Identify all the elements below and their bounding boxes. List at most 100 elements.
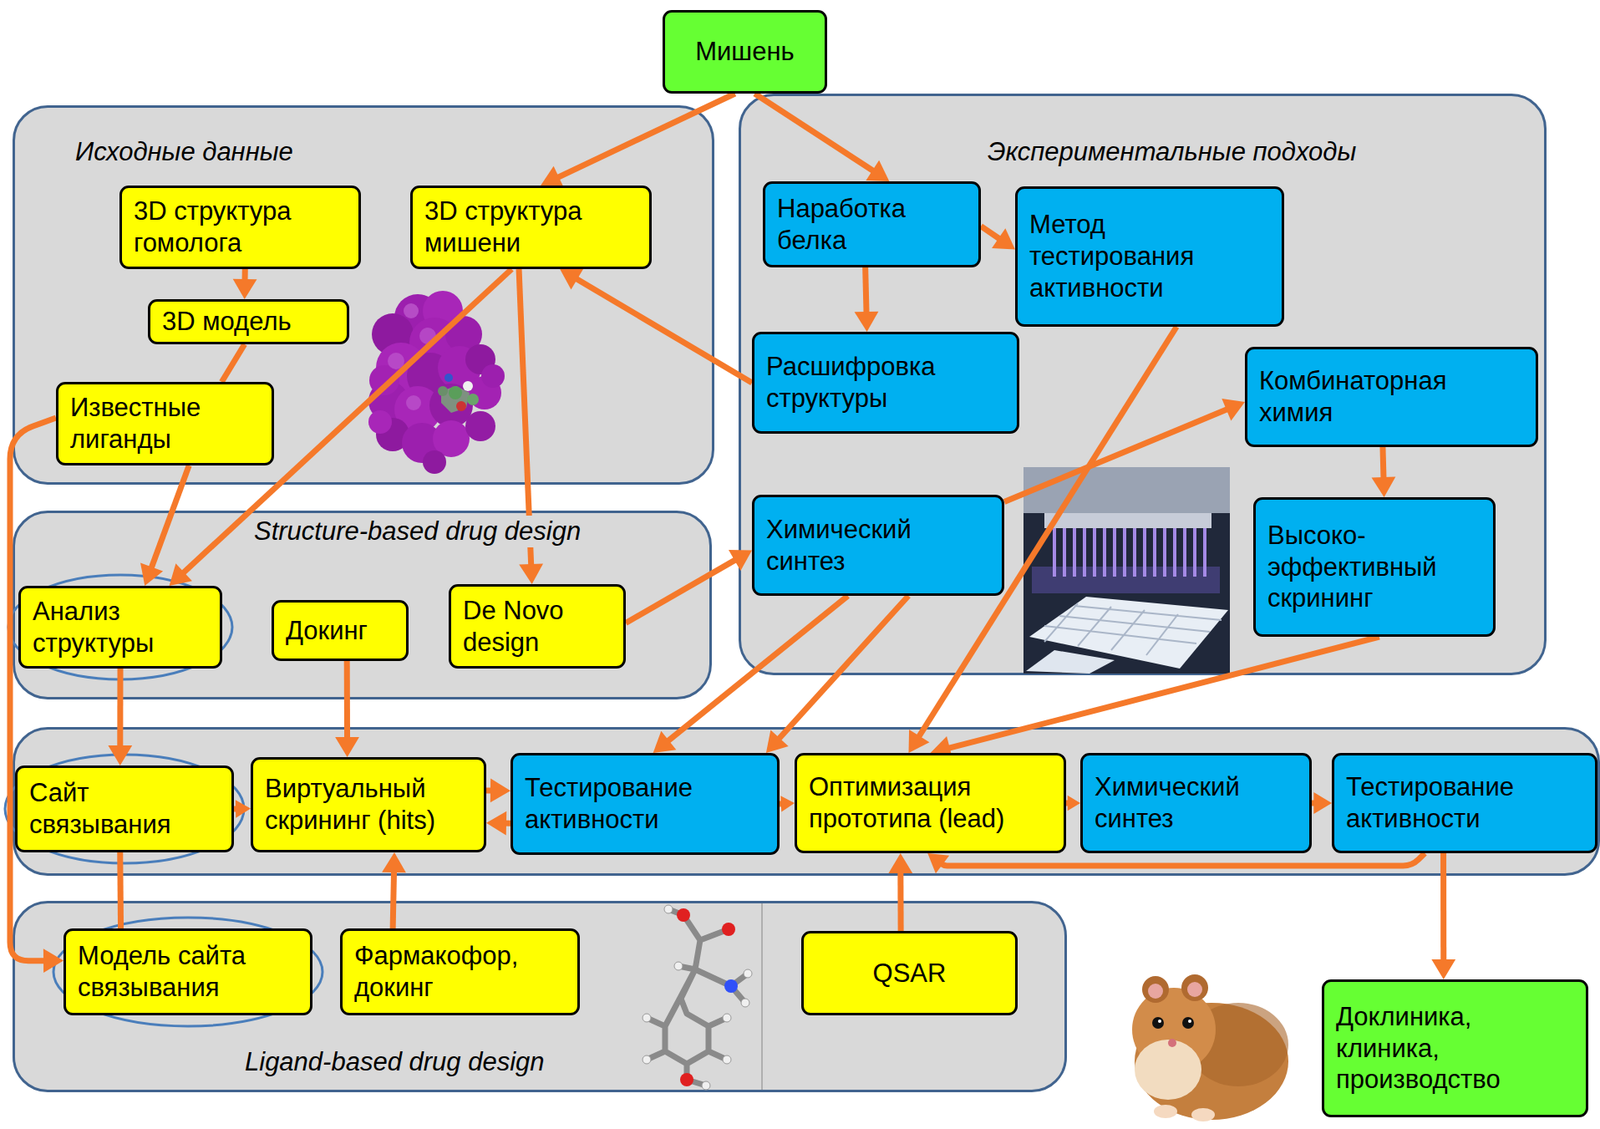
connector-arrow <box>930 636 1380 760</box>
connector-line <box>392 868 394 929</box>
protein-illustration <box>394 294 442 341</box>
hamster-illustration <box>1158 1019 1162 1023</box>
molecule-illustration <box>722 1055 732 1064</box>
step-label: Известные лиганды <box>70 391 260 456</box>
screening-robot-photo <box>1031 566 1220 594</box>
arrow-head <box>653 731 677 753</box>
arrow-head <box>235 799 251 818</box>
screening-robot-photo <box>1054 528 1205 577</box>
connector-line <box>665 595 849 743</box>
connector-arrow <box>754 93 889 182</box>
connector-arrow <box>766 595 909 753</box>
screening-robot-photo <box>1029 596 1229 669</box>
step-label: De Novo design <box>462 594 612 659</box>
computational-step-box: Анализ структуры <box>18 585 223 669</box>
connector-line <box>241 269 248 284</box>
protein-illustration <box>419 327 437 345</box>
connector-line <box>917 326 1177 740</box>
section-title: Исходные данные <box>71 136 297 168</box>
arrow-head <box>1067 795 1081 811</box>
terminal-box: Мишень <box>662 10 828 94</box>
molecule-illustration <box>721 922 736 936</box>
connector-line <box>777 595 909 742</box>
step-label: Фармакофор, докинг <box>354 939 566 1004</box>
molecule-illustration <box>704 927 731 938</box>
connector-line <box>1382 446 1384 482</box>
molecule-illustration <box>701 1081 711 1090</box>
protein-illustration <box>406 395 422 411</box>
connector-line <box>181 269 513 575</box>
molecule-illustration <box>741 998 750 1007</box>
arrow-head <box>381 852 407 873</box>
step-label: Комбинаторная химия <box>1259 365 1503 429</box>
connector-arrow <box>1311 792 1332 814</box>
computational-step-box: Докинг <box>271 599 409 661</box>
connector-line <box>486 787 495 793</box>
arrow-head <box>233 279 258 300</box>
connector-line <box>502 820 511 827</box>
connector-arrow <box>888 853 913 931</box>
connector-arrow <box>486 778 511 803</box>
computational-step-box: Виртуальный скрининг (hits) <box>250 756 487 853</box>
step-label: Виртуальный скрининг (hits) <box>264 772 473 837</box>
protein-illustration <box>467 393 479 406</box>
connector-line <box>518 269 532 569</box>
connector-line <box>344 660 351 742</box>
computational-step-box: Сайт связывания <box>15 765 234 853</box>
hamster-illustration <box>1134 1002 1289 1120</box>
computational-step-box: De Novo design <box>448 584 626 669</box>
experimental-step-box: Расшифровка структуры <box>751 331 1020 434</box>
connector-line <box>754 93 876 173</box>
protein-illustration <box>445 315 483 353</box>
protein-illustration <box>369 365 400 396</box>
computational-step-box: Оптимизация прототипа (lead) <box>794 752 1067 854</box>
protein-illustration <box>437 386 448 397</box>
protein-illustration <box>465 344 496 375</box>
connector-arrow <box>1371 446 1397 498</box>
connector-arrow <box>1066 795 1081 811</box>
screening-robot-photo <box>1023 467 1230 514</box>
connector-arrow <box>927 853 1425 874</box>
highlight-ellipse <box>8 574 233 680</box>
step-label: Сайт связывания <box>29 777 220 841</box>
hamster-illustration <box>1191 1107 1215 1122</box>
arrow-head <box>335 736 360 757</box>
protein-illustration <box>462 380 473 392</box>
connector-line <box>945 636 1380 749</box>
connector-line <box>116 852 124 929</box>
connector-line <box>10 417 56 961</box>
connector-arrow <box>854 267 879 332</box>
section-title: Ligand-based drug design <box>241 1046 549 1078</box>
connector-line <box>939 853 1425 866</box>
step-label: Докинг <box>285 614 368 647</box>
connector-arrow <box>381 852 407 929</box>
screening-robot-photo <box>1044 603 1222 656</box>
arrow-head <box>540 166 564 188</box>
connector-arrow <box>779 795 795 812</box>
section-panel: Ligand-based drug designМодель сайта свя… <box>12 900 1067 1093</box>
protein-illustration <box>368 380 409 422</box>
arrow-head <box>43 948 64 973</box>
section-panel: Экспериментальные подходыНаработка белка… <box>738 93 1547 676</box>
molecule-illustration <box>642 1013 651 1022</box>
hamster-illustration <box>1132 987 1216 1072</box>
computational-step-box: 3D модель <box>147 299 350 345</box>
protein-illustration <box>401 422 442 463</box>
step-label: 3D структура гомолога <box>133 195 347 260</box>
connector-line <box>233 805 239 812</box>
section-panel: Structure-based drug designАнализ структ… <box>12 510 712 700</box>
experimental-step-box: Химический синтез <box>1080 752 1312 854</box>
arrow-head <box>518 563 544 585</box>
arrow-head <box>140 563 163 586</box>
experimental-step-box: Наработка белка <box>762 181 981 268</box>
connector-arrow <box>335 660 360 757</box>
step-label: QSAR <box>873 957 947 990</box>
molecule-illustration <box>642 1055 651 1064</box>
hamster-illustration <box>1134 1039 1202 1100</box>
arrow-head <box>780 795 795 812</box>
arrow-head <box>766 730 789 753</box>
protein-illustration <box>422 290 463 331</box>
step-label: Химический синтез <box>1094 771 1293 835</box>
protein-illustration <box>387 352 405 370</box>
